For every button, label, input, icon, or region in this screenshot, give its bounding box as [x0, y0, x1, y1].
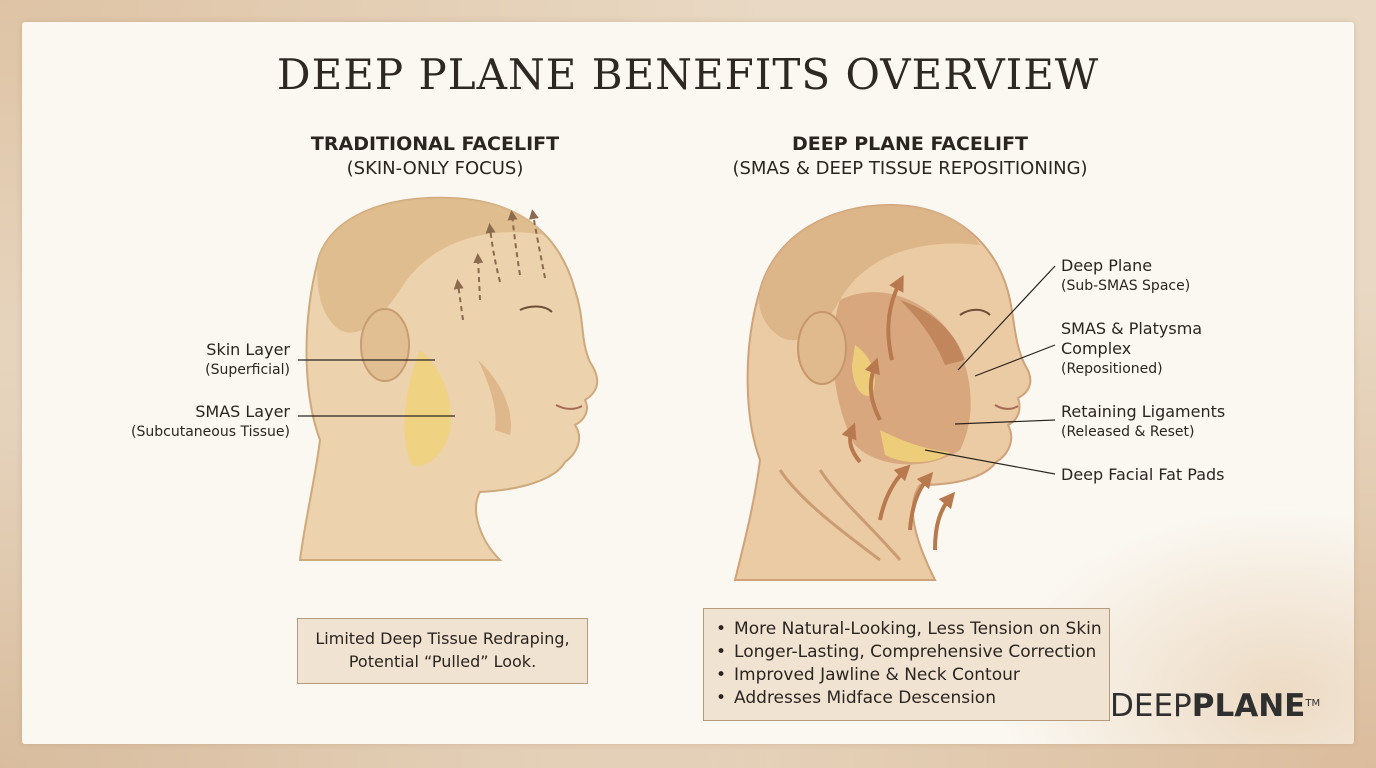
- bullet-glyph: •: [716, 642, 726, 662]
- benefit-item: • Improved Jawline & Neck Contour: [716, 664, 1109, 687]
- traditional-limitations-box: Limited Deep Tissue Redraping, Potential…: [297, 618, 588, 684]
- skin-layer-subtitle: (Superficial): [90, 360, 290, 380]
- smas-layer-title: SMAS Layer: [90, 402, 290, 422]
- bullet-glyph: •: [716, 688, 726, 708]
- smas-platysma-title: SMAS & Platysma: [1061, 319, 1311, 339]
- traditional-head-illustration: [300, 198, 597, 560]
- deepplane-logo: DEEPPLANETM: [1110, 686, 1320, 726]
- smas-platysma-title-line2: Complex: [1061, 339, 1311, 359]
- deep-plane-benefits-box: • More Natural-Looking, Less Tension on S…: [703, 608, 1110, 721]
- skin-layer-label: Skin Layer (Superficial): [90, 340, 290, 380]
- benefit-text: Addresses Midface Descension: [734, 688, 996, 708]
- retaining-ligaments-title: Retaining Ligaments: [1061, 402, 1311, 422]
- deep-facial-fat-pads-label: Deep Facial Fat Pads: [1061, 465, 1311, 485]
- benefit-item: • Addresses Midface Descension: [716, 687, 1109, 710]
- deep-plane-subtitle: (Sub-SMAS Space): [1061, 276, 1311, 296]
- smas-platysma-label: SMAS & Platysma Complex (Repositioned): [1061, 319, 1311, 379]
- deep-plane-label: Deep Plane (Sub-SMAS Space): [1061, 256, 1311, 296]
- bullet-glyph: •: [716, 619, 726, 639]
- smas-layer-subtitle: (Subcutaneous Tissue): [90, 422, 290, 442]
- logo-deep-text: DEEP: [1110, 688, 1192, 724]
- benefit-text: More Natural-Looking, Less Tension on Sk…: [734, 619, 1102, 639]
- limitation-line: Limited Deep Tissue Redraping,: [298, 627, 587, 650]
- retaining-ligaments-subtitle: (Released & Reset): [1061, 422, 1311, 442]
- benefit-text: Longer-Lasting, Comprehensive Correction: [734, 642, 1096, 662]
- benefit-item: • Longer-Lasting, Comprehensive Correctio…: [716, 641, 1109, 664]
- bullet-glyph: •: [716, 665, 726, 685]
- smas-layer-label: SMAS Layer (Subcutaneous Tissue): [90, 402, 290, 442]
- benefit-text: Improved Jawline & Neck Contour: [734, 665, 1020, 685]
- benefit-item: • More Natural-Looking, Less Tension on S…: [716, 618, 1109, 641]
- logo-plane-text: PLANE: [1192, 688, 1306, 724]
- limitation-line: Potential “Pulled” Look.: [298, 650, 587, 673]
- deep-plane-title: Deep Plane: [1061, 256, 1311, 276]
- retaining-ligaments-label: Retaining Ligaments (Released & Reset): [1061, 402, 1311, 442]
- logo-trademark: TM: [1305, 698, 1320, 709]
- deep-facial-fat-pads-title: Deep Facial Fat Pads: [1061, 465, 1311, 485]
- deep-plane-head-illustration: [735, 205, 1030, 580]
- skin-layer-title: Skin Layer: [90, 340, 290, 360]
- smas-platysma-subtitle: (Repositioned): [1061, 359, 1311, 379]
